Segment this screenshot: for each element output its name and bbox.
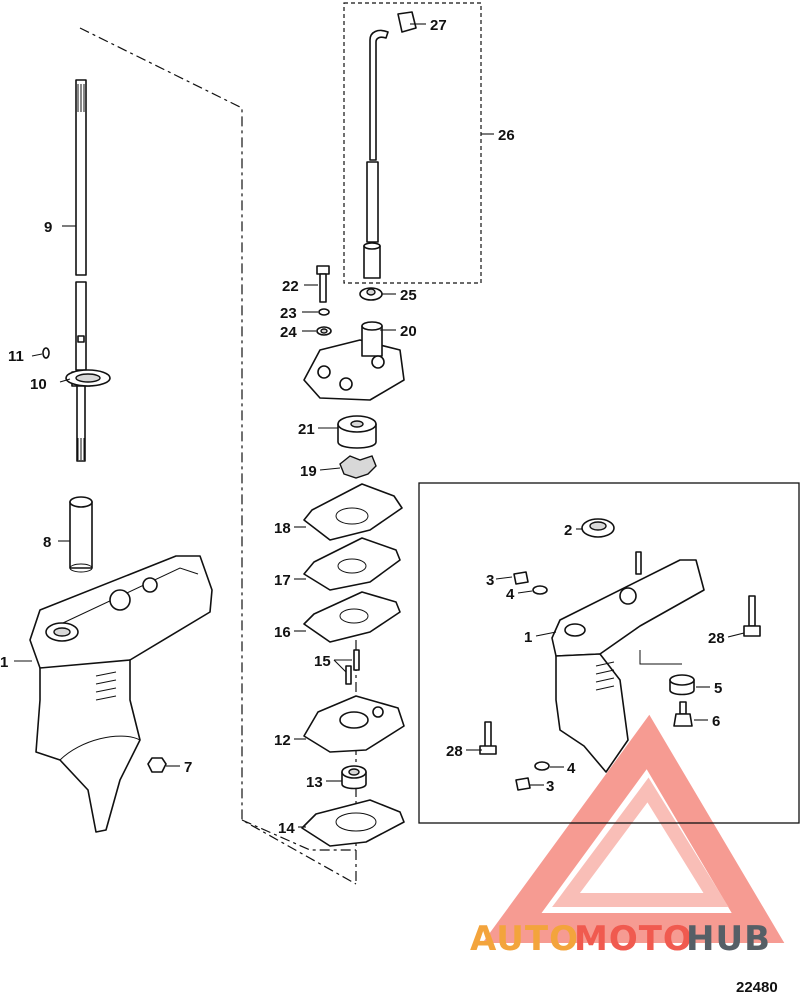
callout-23: 23 — [280, 305, 297, 322]
watermark-hub: HUB — [686, 919, 771, 959]
callout-21: 21 — [298, 421, 315, 438]
drive-shaft — [71, 79, 91, 462]
callout-10: 10 — [30, 376, 47, 393]
bushing-5 — [669, 674, 695, 696]
watermark-text: AUTO MOTO HUB — [470, 919, 771, 959]
plate-17 — [303, 537, 401, 591]
callout-4-inset-top: 4 — [506, 586, 515, 603]
gasket-18 — [303, 483, 403, 541]
callout-27: 27 — [430, 17, 447, 34]
callout-28-inset-right: 28 — [708, 630, 725, 647]
callout-labels: 1 10 11 9 8 7 27 26 22 23 24 25 20 21 19… — [0, 17, 725, 837]
base-12 — [303, 695, 405, 753]
callout-2-inset: 2 — [564, 522, 572, 539]
screw-3-bottom — [515, 777, 531, 791]
watermark-moto: MOTO — [574, 919, 693, 959]
callout-18: 18 — [274, 520, 291, 537]
callout-24: 24 — [280, 324, 297, 341]
callout-3-inset-bottom: 3 — [546, 778, 554, 795]
callout-5-inset: 5 — [714, 680, 722, 697]
callout-1-inset: 1 — [524, 629, 532, 646]
pin-15 — [345, 649, 360, 685]
callout-6-inset: 6 — [712, 713, 720, 730]
callout-14: 14 — [278, 820, 295, 837]
inset-housing — [551, 559, 705, 773]
gasket-16 — [303, 591, 401, 643]
screw-3-top — [513, 571, 529, 585]
callout-26: 26 — [498, 127, 515, 144]
washer-23 — [318, 308, 330, 316]
alignment-line-top — [79, 27, 357, 885]
callout-22: 22 — [282, 278, 299, 295]
bolt-28-right — [743, 595, 761, 637]
callout-28-inset-left: 28 — [446, 743, 463, 760]
callout-13: 13 — [306, 774, 323, 791]
shift-rod-box — [343, 2, 482, 284]
callout-1: 1 — [0, 654, 8, 671]
inset-box — [418, 482, 800, 824]
figure-number: 22480 — [736, 979, 778, 996]
callout-17: 17 — [274, 572, 291, 589]
tube-8 — [69, 496, 93, 573]
callout-19: 19 — [300, 463, 317, 480]
callout-9: 9 — [44, 219, 52, 236]
driveshaft-housing — [29, 555, 213, 833]
insert-21 — [337, 415, 377, 449]
callout-11: 11 — [8, 348, 24, 365]
screw-22 — [316, 265, 330, 303]
callout-8: 8 — [43, 534, 51, 551]
shift-rod — [363, 29, 389, 279]
screw-6 — [673, 701, 693, 727]
gasket-14 — [301, 799, 405, 847]
callout-12: 12 — [274, 732, 291, 749]
watermark-auto: AUTO — [470, 919, 579, 959]
callout-4-inset-bottom: 4 — [567, 760, 576, 777]
leader-lines — [14, 23, 745, 828]
clip-27 — [397, 11, 417, 33]
seal-13 — [341, 765, 367, 790]
impeller-19 — [339, 455, 377, 479]
pin-inset — [635, 551, 642, 575]
callout-3-inset-top: 3 — [486, 572, 494, 589]
alignment-line-mid — [241, 819, 356, 851]
seal-2 — [581, 518, 615, 538]
grommet-25 — [359, 287, 383, 301]
pump-housing-20 — [303, 321, 405, 401]
callout-20: 20 — [400, 323, 417, 340]
callout-15: 15 — [314, 653, 331, 670]
washer-4-top — [532, 585, 548, 595]
bolt-28-left — [479, 721, 497, 755]
callout-25: 25 — [400, 287, 417, 304]
callout-16: 16 — [274, 624, 291, 641]
key-11 — [42, 347, 50, 359]
nut-7 — [147, 757, 167, 773]
callout-7: 7 — [184, 759, 192, 776]
watermark-logo-icon — [482, 714, 785, 943]
washer-4-bottom — [534, 761, 550, 771]
